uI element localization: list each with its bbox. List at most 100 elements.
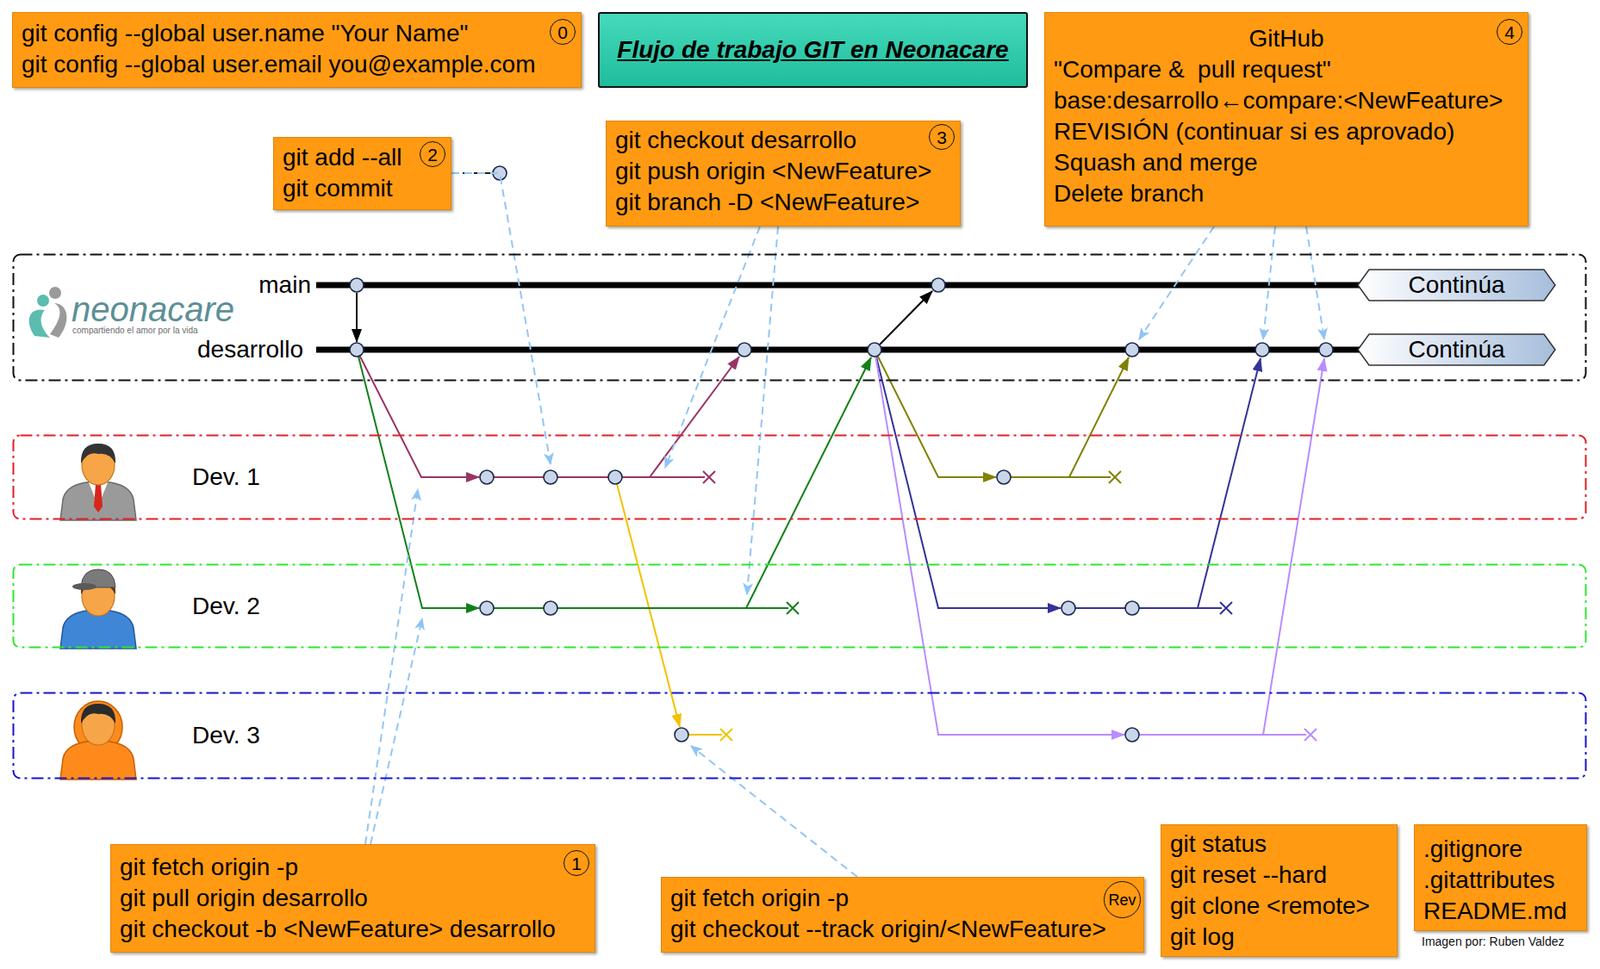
callout-number: 1 xyxy=(571,854,582,873)
command-text: .gitignore xyxy=(1423,834,1523,866)
commit-dot xyxy=(543,601,558,616)
command-box: git statusgit reset --hardgit clone <rem… xyxy=(1160,824,1398,958)
avatar-hair xyxy=(80,443,116,464)
developer-lane: Dev. 2 xyxy=(12,563,1588,649)
command-text: GitHub xyxy=(1248,23,1324,55)
command-text: REVISIÓN (continuar si es aprovado) xyxy=(1053,116,1455,148)
title-text: Flujo de trabajo GIT en Neonacare xyxy=(616,35,1009,65)
main-branch-line xyxy=(316,282,1362,289)
logo-wordmark: neonacare xyxy=(71,290,235,329)
command-text: "Compare & pull request" xyxy=(1053,54,1332,86)
command-text: git clone <remote> xyxy=(1170,890,1370,922)
lane-label: Dev. 3 xyxy=(192,723,261,748)
command-text: git checkout --track origin/<NewFeature> xyxy=(670,914,1107,946)
callout-circle: 4 xyxy=(1496,18,1523,45)
branch-deleted-mark xyxy=(703,471,716,484)
commit-dot xyxy=(1125,601,1140,616)
command-box: git fetch origin -pgit checkout --track … xyxy=(660,877,1145,953)
developer-avatar xyxy=(60,701,137,780)
callout-circle: Rev xyxy=(1103,881,1141,919)
callout-circle: 2 xyxy=(419,141,446,168)
avatar-cap-bill xyxy=(72,583,97,591)
callout-number: 0 xyxy=(557,23,568,42)
lane-label: Dev. 1 xyxy=(192,465,261,490)
callout-number: 2 xyxy=(427,145,438,164)
continue-label: Continúa xyxy=(1407,273,1505,298)
command-text: git log xyxy=(1170,921,1235,953)
command-box: git checkout desarrollogit push origin <… xyxy=(605,120,961,227)
callout-number: 3 xyxy=(936,128,947,147)
commit-path xyxy=(1003,476,1111,479)
logo-head xyxy=(49,286,62,299)
developer-lane: Dev. 1 xyxy=(12,434,1588,521)
commit-dot xyxy=(349,278,364,293)
callout-number: 4 xyxy=(1504,23,1515,42)
branch-deleted-mark xyxy=(786,602,799,615)
continue-label: Continúa xyxy=(1407,337,1505,362)
callout-circle: 3 xyxy=(928,124,955,150)
logo-tagline: compartiendo el amor por la vida xyxy=(72,325,199,336)
commit-path xyxy=(486,476,705,479)
commit-path xyxy=(355,292,358,343)
branch-deleted-mark xyxy=(1220,602,1233,615)
developer-lane: Dev. 3 xyxy=(12,691,1588,780)
commit-path xyxy=(356,349,480,609)
branch-deleted-mark xyxy=(720,728,733,741)
callout-circle: 1 xyxy=(563,850,590,877)
logo-figure xyxy=(29,309,50,338)
lane-label: desarrollo xyxy=(197,337,304,362)
callout-number: Rev xyxy=(1108,892,1136,909)
lane-border xyxy=(13,255,1587,381)
git-graph xyxy=(29,166,1362,780)
commit-dot xyxy=(1061,601,1076,616)
leader-arrow xyxy=(1263,226,1276,340)
branch-deleted-mark xyxy=(1304,728,1317,741)
lane-label: Dev. 2 xyxy=(192,594,261,619)
lane-label: main xyxy=(258,273,312,298)
command-text: git fetch origin -p xyxy=(119,852,299,884)
commit-dot xyxy=(737,342,752,357)
command-text: git pull origin desarrollo xyxy=(119,883,368,915)
command-text: Delete branch xyxy=(1053,178,1204,210)
commit-path xyxy=(1069,357,1129,478)
continue-outline xyxy=(1357,334,1556,366)
lane-border xyxy=(13,693,1587,779)
continue-tag: Continúa xyxy=(1357,268,1557,302)
commit-path xyxy=(1197,358,1261,609)
continue-outline xyxy=(1357,269,1556,301)
branch-lane: maindesarrolloContinúaContinúa xyxy=(12,253,1588,382)
command-text: Squash and merge xyxy=(1053,147,1258,179)
commit-path xyxy=(874,349,1061,609)
commit-path xyxy=(1068,607,1222,610)
commit-path xyxy=(649,356,740,478)
commit-dot xyxy=(349,342,364,357)
commit-dot xyxy=(1255,342,1270,357)
commit-dot xyxy=(931,278,946,293)
command-box: git config --global user.name "Your Name… xyxy=(12,12,582,88)
commit-path xyxy=(486,607,789,610)
commit-path xyxy=(879,291,933,345)
command-box: git add --allgit commit2 xyxy=(273,136,452,211)
command-text: README.md xyxy=(1423,896,1567,928)
command-text: git checkout desarrollo xyxy=(615,124,857,156)
leader-arrow xyxy=(665,226,760,468)
logo-icon xyxy=(29,286,68,338)
command-text: git commit xyxy=(282,173,393,205)
commit-path xyxy=(874,349,1125,735)
commit-dot xyxy=(479,470,494,485)
leader-arrow xyxy=(1306,226,1325,340)
file-list-box: .gitignore.gitattributesREADME.md xyxy=(1413,824,1588,932)
commit-dot xyxy=(1125,342,1140,357)
credit-note: Imagen por: Ruben Valdez xyxy=(1421,935,1565,949)
commit-path xyxy=(1132,734,1307,736)
commit-dot xyxy=(608,470,623,485)
avatar-hair xyxy=(80,703,116,724)
leader-arrow xyxy=(370,618,423,845)
command-text: git config --global user.name "Your Name… xyxy=(21,18,468,50)
github-box: GitHub"Compare & pull request"base:desar… xyxy=(1044,12,1529,227)
commit-dot xyxy=(1125,728,1140,742)
logo-figure xyxy=(49,303,67,338)
avatar-tie xyxy=(93,484,103,513)
lane-border xyxy=(13,565,1587,648)
command-text: base:desarrollo←compare:<NewFeature> xyxy=(1053,85,1503,117)
